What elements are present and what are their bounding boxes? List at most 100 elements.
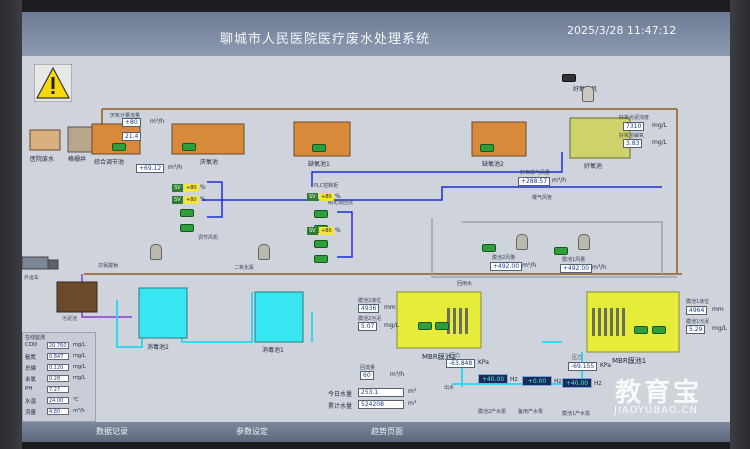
pressure-1-value[interactable]: -69.155	[568, 362, 598, 371]
anaerobic-flow-value[interactable]: +80	[122, 118, 141, 127]
sv-value-4[interactable]: +80	[319, 227, 334, 235]
monitor-label: 余氯	[25, 377, 37, 383]
mbr2-air-value[interactable]: +492.00	[490, 262, 523, 271]
scada-panel: 聊城市人民医院医疗废水处理系统 2025/3/28 11:47:12	[22, 12, 730, 442]
label-disinfect-2: 消毒池2	[147, 344, 169, 351]
mbr2-level-value[interactable]: 4936	[358, 304, 380, 313]
aerobic-fan-unit[interactable]	[562, 74, 576, 82]
sv-label-1: SV	[172, 184, 183, 192]
label-mbr2-air: 膜池2风量	[492, 255, 516, 261]
mbr-tank-1-shape	[586, 291, 680, 353]
monitor-value: 0.847	[47, 353, 69, 360]
aeration-fan-3[interactable]	[314, 240, 328, 248]
monitor-unit: mg/L	[73, 375, 86, 381]
anaerobic-set-value[interactable]: 21.4	[122, 132, 142, 141]
monitor-value: 0.120	[47, 364, 69, 371]
sv-label-3: SV	[307, 193, 318, 201]
process-diagram	[22, 108, 682, 387]
aerobic-mlss-value[interactable]: 7310	[623, 122, 645, 131]
daily-water-unit: m³	[408, 388, 417, 395]
monitor-label: 氨氮	[25, 355, 37, 361]
label-aerobic-do: 好氧溶解氧	[619, 133, 645, 139]
aerobic-do-unit: mg/L	[652, 139, 668, 146]
pressure-2-value[interactable]: -63.848	[446, 359, 476, 368]
hz-pump-2[interactable]: +40.00	[478, 374, 508, 384]
anaerobic-flow-unit: m³/h	[150, 118, 165, 125]
monitor-label: 流量	[25, 410, 37, 416]
total-water-value[interactable]: 524208	[358, 400, 404, 409]
pump-anaerobic[interactable]	[182, 143, 196, 151]
aerobic-do-value[interactable]: 3.83	[623, 139, 643, 148]
mbr2-mlss-unit: mg/L	[384, 322, 400, 329]
label-disinfect-1: 消毒池1	[262, 347, 284, 354]
monitor-value: 0.28	[47, 375, 69, 382]
sv-value-3[interactable]: +80	[319, 193, 334, 201]
aerobic-fan-box	[582, 86, 594, 102]
reflux-flow-value[interactable]: 60	[360, 371, 374, 380]
mbr2-standby-pump[interactable]	[435, 322, 449, 330]
label-production-pump-2: 膜池2产水泵	[478, 409, 507, 415]
mbr2-reflux-pump[interactable]	[418, 322, 432, 330]
nav-parameter-setting[interactable]: 参数设定	[236, 427, 268, 436]
pressure-1-unit: KPa	[600, 362, 611, 369]
wastewater-source-box	[29, 129, 61, 151]
regulating-fan-1[interactable]	[180, 209, 194, 217]
label-aeration-pipe: 曝气风管	[532, 195, 553, 201]
aeration-fan-4[interactable]	[314, 255, 328, 263]
mbr2-level-unit: mm	[384, 304, 396, 311]
mbr1-mlss-unit: mg/L	[712, 325, 728, 332]
sv-value-1[interactable]: +80	[184, 184, 199, 192]
pump-anoxic-2[interactable]	[480, 144, 494, 152]
gray-pipe	[431, 218, 677, 278]
nav-trend-page[interactable]: 趋势页面	[371, 427, 403, 436]
mbr1-air-value[interactable]: +492.00	[560, 264, 593, 273]
monitor-unit: mg/L	[73, 364, 86, 370]
hz-standby[interactable]: +0.00	[522, 376, 552, 386]
system-title: 聊城市人民医院医疗废水处理系统	[220, 32, 431, 47]
chemical-pump-2[interactable]	[554, 247, 568, 255]
label-mbr1-level: 膜池1液位	[686, 299, 710, 305]
reflux-flow-unit: m³/h	[390, 371, 405, 378]
anaerobic-flow2-value[interactable]: +69.12	[136, 164, 165, 173]
title-bar: 聊城市人民医院医疗废水处理系统 2025/3/28 11:47:12	[22, 12, 730, 56]
regulating-fan-2[interactable]	[180, 224, 194, 232]
monitor-value: 4.80	[47, 408, 69, 415]
hz-pump-1[interactable]: +40.00	[562, 378, 592, 388]
aeration-fan-1[interactable]	[314, 210, 328, 218]
monitor-unit: m³/h	[73, 408, 85, 414]
chemical-pump-1[interactable]	[482, 244, 496, 252]
daily-water-value[interactable]: 253.1	[358, 388, 404, 397]
anaerobic-flow2-unit: m³/h	[168, 164, 183, 171]
mbr2-mlss-value[interactable]: 5.07	[358, 322, 378, 331]
mbr1-level-value[interactable]: 4964	[686, 306, 708, 315]
label-air-flow: 好氧曝气风量	[520, 170, 551, 176]
clock: 2025/3/28 11:47:12	[567, 24, 677, 37]
pump-anoxic-1[interactable]	[312, 144, 326, 152]
mbr1-mlss-value[interactable]: 5.29	[686, 325, 706, 334]
label-return-water: 回用水	[457, 281, 473, 287]
monitor-label: COD	[25, 342, 38, 348]
warning-icon[interactable]	[34, 64, 72, 102]
mbr1-reflux-pump[interactable]	[634, 326, 648, 334]
label-mbr-2: MBR膜池2	[422, 353, 457, 361]
label-mbr1-mlss: 膜池1污泥	[686, 319, 710, 325]
monitor-label: 水温	[25, 399, 37, 405]
sv-label-2: SV	[172, 196, 183, 204]
mbr1-standby-pump[interactable]	[652, 326, 666, 334]
air-pipe-1	[202, 186, 662, 201]
aerobic-airflow-unit: m³/h	[552, 177, 567, 184]
air-pipe-3	[207, 181, 223, 218]
aerobic-airflow-value[interactable]: +288.57	[518, 177, 551, 186]
sv-unit-2: %	[200, 196, 206, 203]
sv-value-2[interactable]: +80	[184, 196, 199, 204]
monitor-bezel-left	[0, 0, 22, 449]
sv-unit-4: %	[335, 227, 341, 234]
label-plc: PLC控制柜	[314, 183, 339, 189]
pump-regulating[interactable]	[112, 143, 126, 151]
label-daily-water: 今日水量	[328, 391, 353, 398]
nav-data-record[interactable]: 数据记录	[96, 427, 128, 436]
monitor-label: 总磷	[25, 366, 37, 372]
hz-pump-2-unit: Hz	[510, 376, 518, 383]
